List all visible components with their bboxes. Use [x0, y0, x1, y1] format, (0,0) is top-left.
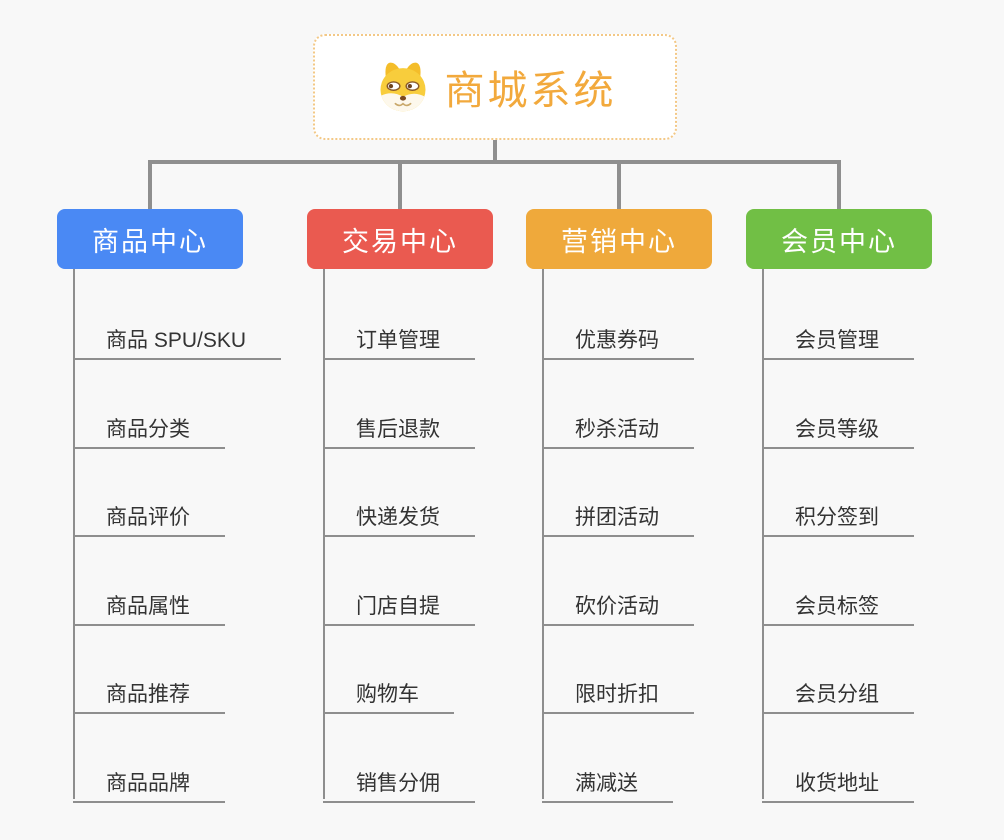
branch-item[interactable]: 订单管理: [323, 318, 475, 360]
branch-item[interactable]: 会员等级: [762, 407, 914, 449]
branch-line: [542, 269, 544, 799]
connector-drop-branch-4: [837, 160, 841, 210]
connector-root-stub: [493, 140, 497, 164]
branch-item[interactable]: 积分签到: [762, 495, 914, 537]
branch-item[interactable]: 会员分组: [762, 672, 914, 714]
branch-marketing-center: 营销中心 优惠券码秒杀活动拼团活动砍价活动限时折扣满减送: [526, 209, 786, 819]
branch-product-center: 商品中心 商品 SPU/SKU 商品分类商品评价商品属性商品推荐商品品牌: [57, 209, 317, 819]
branch-header-trade-center[interactable]: 交易中心: [307, 209, 493, 269]
branch-item[interactable]: 商品品牌: [73, 761, 225, 803]
branch-line: [323, 269, 325, 799]
branch-item[interactable]: 商品推荐: [73, 672, 225, 714]
branch-item[interactable]: 会员管理: [762, 318, 914, 360]
branch-trade-center: 交易中心 订单管理售后退款快递发货门店自提购物车销售分佣: [307, 209, 567, 819]
branch-item[interactable]: 秒杀活动: [542, 407, 694, 449]
branch-header-marketing-center[interactable]: 营销中心: [526, 209, 712, 269]
branch-item[interactable]: 收货地址: [762, 761, 914, 803]
branch-header-product-center[interactable]: 商品中心: [57, 209, 243, 269]
branch-item[interactable]: 限时折扣: [542, 672, 694, 714]
doge-icon: [380, 62, 425, 112]
connector-drop-branch-2: [398, 160, 402, 210]
branch-member-center: 会员中心 会员管理会员等级积分签到会员标签会员分组收货地址: [746, 209, 1004, 819]
branch-item[interactable]: 砍价活动: [542, 584, 694, 626]
branch-item[interactable]: 商品属性: [73, 584, 225, 626]
branch-item[interactable]: 满减送: [542, 761, 673, 803]
branch-item[interactable]: 拼团活动: [542, 495, 694, 537]
branch-item[interactable]: 优惠券码: [542, 318, 694, 360]
branch-line: [73, 269, 75, 799]
connector-drop-branch-3: [617, 160, 621, 210]
branch-item[interactable]: 购物车: [323, 672, 454, 714]
connector-bus: [148, 160, 841, 164]
root-node[interactable]: 商城系统: [313, 34, 677, 140]
branch-item[interactable]: 会员标签: [762, 584, 914, 626]
branch-item[interactable]: 商品评价: [73, 495, 225, 537]
branch-item[interactable]: 商品分类: [73, 407, 225, 449]
branch-item[interactable]: 快递发货: [323, 495, 475, 537]
branch-item[interactable]: 商品 SPU/SKU: [73, 318, 282, 360]
branch-item[interactable]: 售后退款: [323, 407, 475, 449]
branch-line: [762, 269, 764, 799]
connector-drop-branch-1: [148, 160, 152, 210]
branch-item[interactable]: 销售分佣: [323, 761, 475, 803]
root-title: 商城系统: [444, 69, 617, 113]
branch-header-member-center[interactable]: 会员中心: [746, 209, 932, 269]
branch-item[interactable]: 门店自提: [323, 584, 475, 626]
